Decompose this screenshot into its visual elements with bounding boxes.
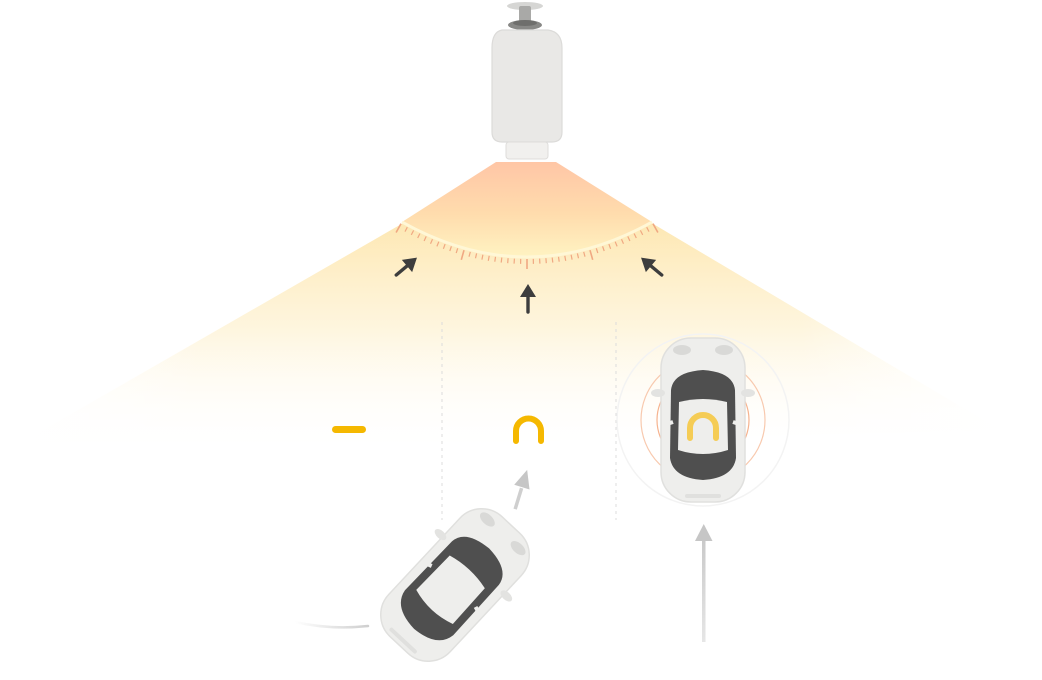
approach-arrow-center-lane [513,469,530,510]
beam-edge-fade [0,222,1000,455]
sector-arc [401,220,653,259]
range-tick [551,257,554,263]
range-tick [500,257,503,263]
camera-lens-housing [505,141,549,160]
parking-lane-lines [441,322,617,520]
range-tick [614,241,618,247]
range-tick [652,223,659,233]
range-ticks [395,223,659,269]
range-tick [423,236,427,242]
range-tick [570,254,573,260]
overhead-radar-camera-icon [491,2,563,160]
range-tick [627,236,631,242]
range-tick [602,246,605,252]
range-tick [449,246,452,252]
range-tick [395,223,402,233]
range-tick [417,233,421,239]
range-tick [639,230,644,236]
range-tick [474,253,478,259]
dash-indicator-icon [332,426,366,433]
approach-arrow-right-lane [695,524,713,642]
motion-swoosh [293,620,370,629]
detection-beam [0,222,1000,455]
range-tick [494,256,497,262]
range-tick [608,243,612,250]
range-tick [589,249,594,261]
signal-arrow-center [520,284,536,314]
range-tick [646,226,650,232]
range-tick [557,256,560,262]
camera-body [491,29,563,143]
range-tick [429,238,434,245]
range-tick [460,249,465,261]
range-tick [481,254,484,260]
parked-occupied-indicator-icon [687,412,719,441]
detection-sector [395,162,659,269]
range-tick [633,233,637,239]
range-tick [576,253,580,259]
range-tick [410,230,415,236]
entering-car-group [293,487,551,680]
range-tick [583,251,586,257]
camera-mount-stem [519,6,531,22]
range-tick [564,255,567,261]
range-tick [595,248,599,254]
range-tick [404,226,408,232]
signal-arrow-right [641,257,664,277]
arch-indicator-icon [513,415,544,444]
sensor-ring-outer [616,333,790,507]
range-tick [487,255,490,261]
range-tick [468,251,471,257]
car-top-view-icon [359,487,551,680]
range-tick [455,248,459,254]
range-tick [436,241,440,247]
signal-arrow-left [394,257,417,277]
parked-car-group [616,333,790,507]
range-tick [620,238,625,245]
signal-arrows [394,257,664,314]
car-top-view-icon [649,336,757,504]
sector-fill [402,162,652,257]
range-tick [442,243,446,250]
